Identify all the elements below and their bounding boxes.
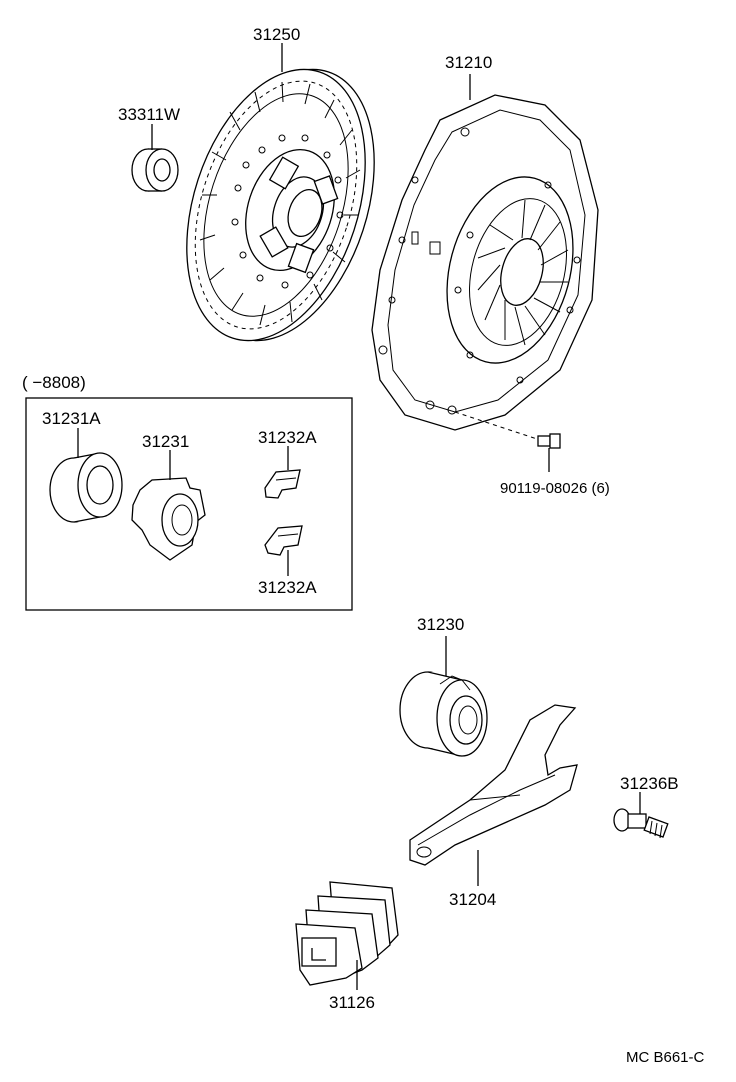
clip-bottom <box>264 525 303 556</box>
label-31210: 31210 <box>445 53 492 72</box>
label-31230: 31230 <box>417 615 464 634</box>
clip-top <box>264 469 301 499</box>
pivot-stud <box>613 808 669 839</box>
label-31231: 31231 <box>142 432 189 451</box>
release-bearing-a <box>49 452 123 523</box>
label-31126: 31126 <box>329 993 375 1012</box>
label-31204: 31204 <box>449 890 496 909</box>
cover-bolt <box>537 433 561 472</box>
label-33311W: 33311W <box>118 105 180 124</box>
diagram-code: MC B661-C <box>626 1049 705 1066</box>
label-31232A-bottom: 31232A <box>258 578 317 597</box>
pilot-bearing <box>131 148 179 192</box>
label-31250: 31250 <box>253 25 300 44</box>
label-90119-08026: 90119-08026 (6) <box>500 480 610 497</box>
fork-boot <box>295 881 399 986</box>
release-bearing <box>399 671 488 757</box>
label-31232A-top: 31232A <box>258 428 317 447</box>
group-range-label: ( −8808) <box>22 373 86 392</box>
label-31231A: 31231A <box>42 409 101 428</box>
group-box <box>25 397 353 611</box>
clutch-disc <box>186 68 375 342</box>
release-hub <box>131 477 206 561</box>
clutch-cover <box>371 94 599 431</box>
label-31236B: 31236B <box>620 774 679 793</box>
release-fork <box>409 704 578 866</box>
